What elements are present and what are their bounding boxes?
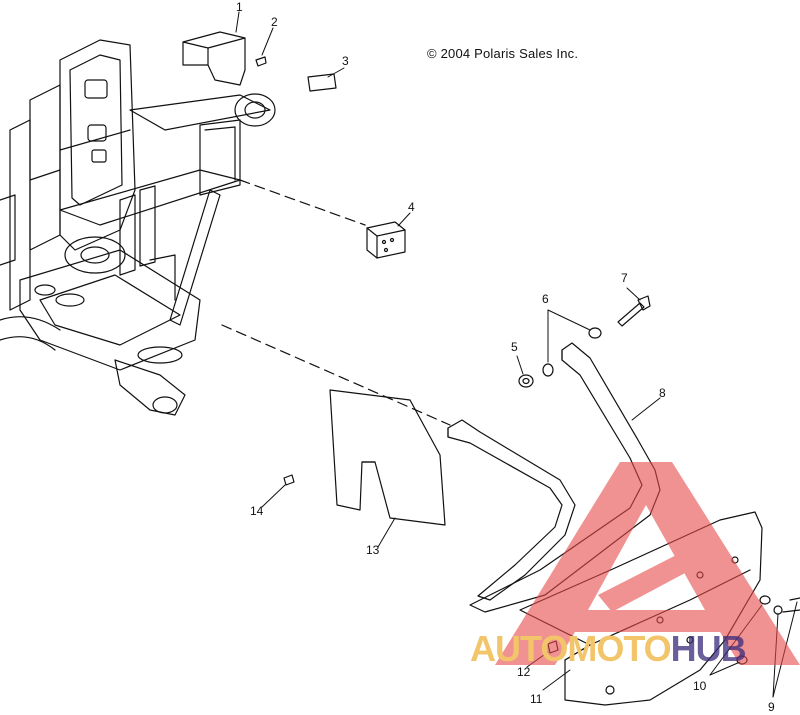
part-1-bracket-plate (182, 31, 246, 86)
callout-11: 11 (530, 692, 543, 706)
part-6-washers (542, 327, 602, 377)
part-4-block (366, 221, 406, 259)
watermark-part1: AUTOMOTO (470, 628, 672, 669)
callout-4: 4 (408, 200, 415, 214)
watermark-part2: HUB (670, 628, 747, 669)
callout-6: 6 (542, 292, 549, 306)
callout-13: 13 (366, 543, 380, 557)
part-5-nut (518, 374, 534, 388)
callout-1: 1 (236, 0, 243, 14)
part-2-fastener (255, 56, 267, 67)
callout-2: 2 (271, 15, 278, 29)
callout-8: 8 (659, 386, 666, 400)
watermark-logo (495, 462, 800, 665)
callout-3: 3 (342, 54, 349, 68)
part-14-screw (283, 474, 295, 486)
frame-assembly (0, 39, 276, 416)
watermark-text: AUTOMOTOHUB (470, 628, 747, 670)
part-3-decal (307, 73, 337, 92)
copyright-notice: © 2004 Polaris Sales Inc. (427, 46, 579, 61)
callout-10: 10 (693, 679, 707, 693)
part-7-bolt (617, 295, 651, 327)
callout-7: 7 (621, 271, 628, 285)
part-13-panel (329, 389, 446, 526)
part-8-tube-bumper (447, 342, 661, 613)
callout-12: 12 (517, 665, 531, 679)
callout-9: 9 (768, 700, 775, 714)
callout-5: 5 (511, 340, 518, 354)
callout-14: 14 (250, 504, 264, 518)
